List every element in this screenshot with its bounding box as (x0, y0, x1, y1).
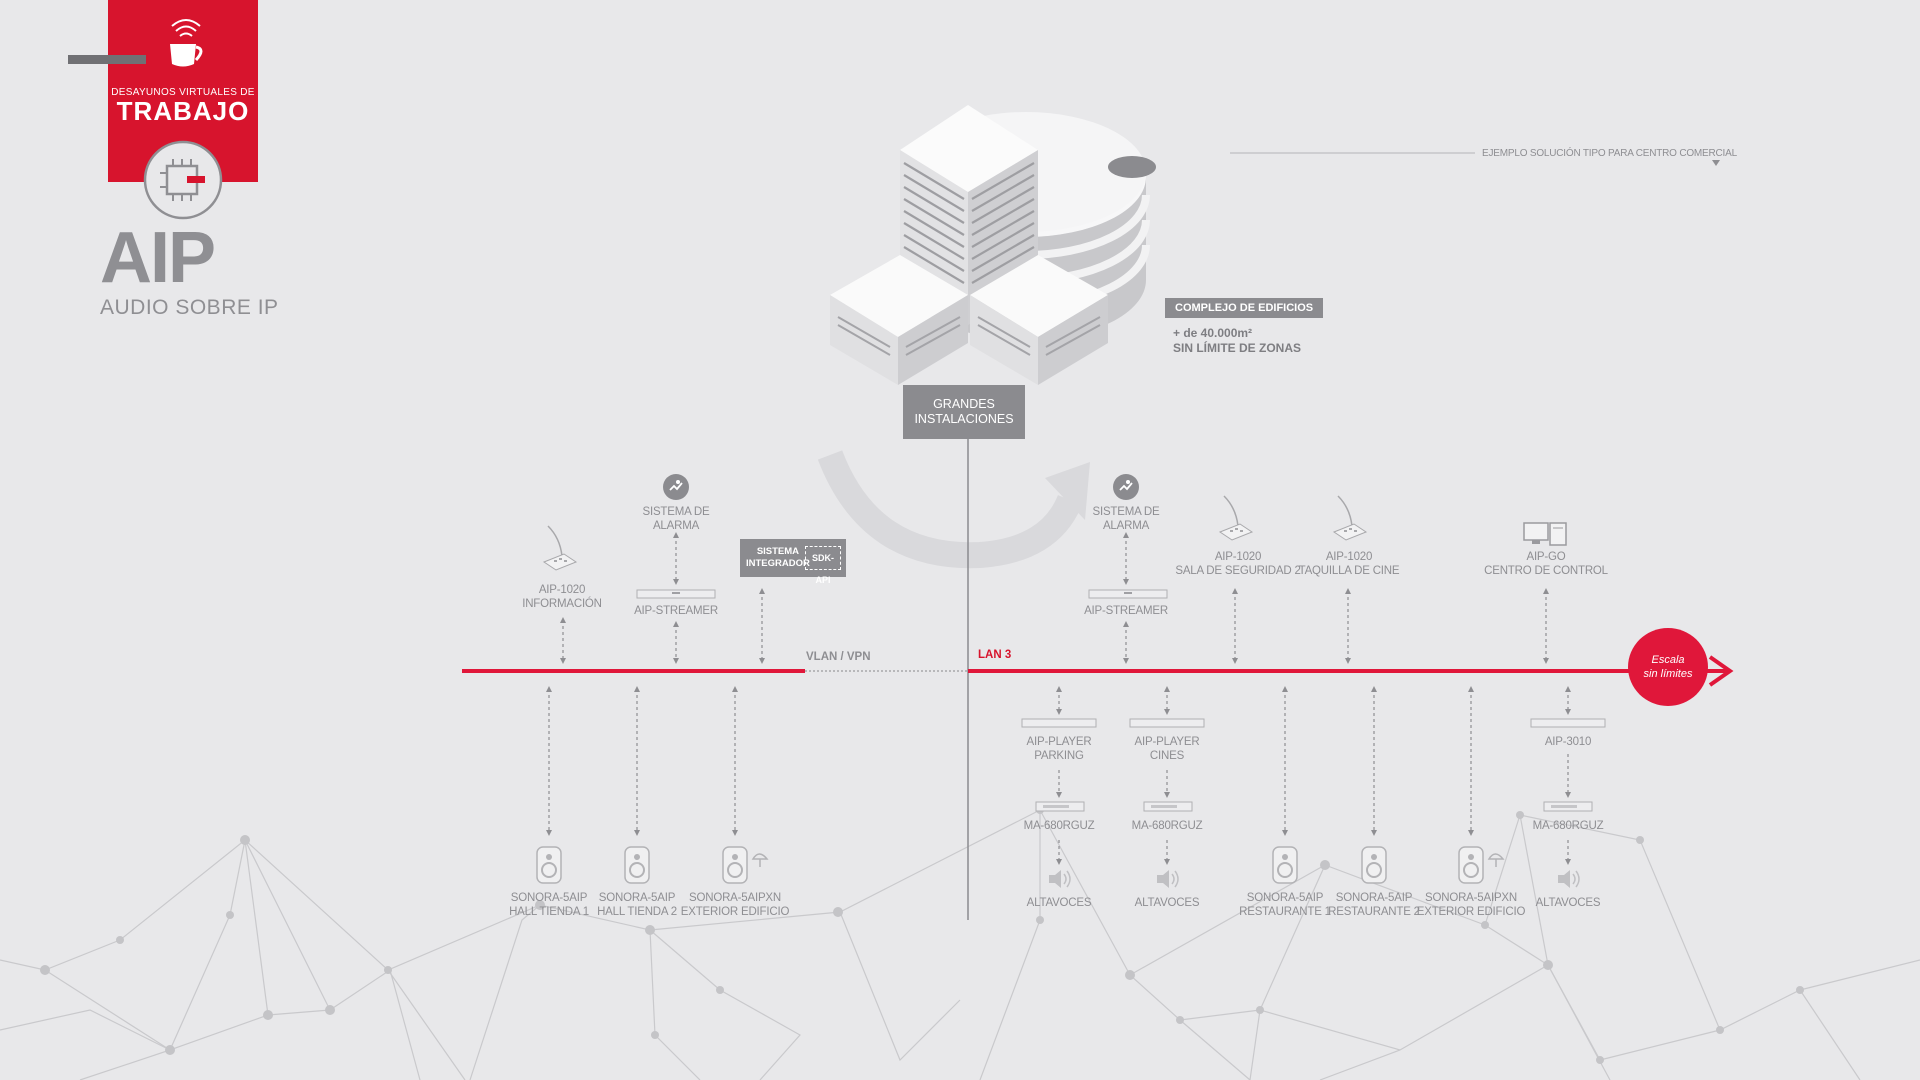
sistema-integrador-box: SISTEMA INTEGRADOR SDK-API (740, 539, 846, 585)
computer-icon (1523, 522, 1567, 546)
amplifier-device-1 (1035, 801, 1085, 812)
alarm-icon-right (1113, 474, 1139, 500)
loudspeaker-icon-3 (1558, 870, 1580, 888)
integrador-line1: SISTEMA (756, 546, 800, 557)
complex-badge: COMPLEJO DE EDIFICIOS (1165, 298, 1324, 318)
example-note: EJEMPLO SOLUCIÓN TIPO PARA CENTRO COMERC… (1482, 148, 1737, 159)
amplifier-label-1: MA-680RGUZ (1023, 820, 1095, 832)
amplifier-device-2 (1143, 801, 1193, 812)
amplifier-device-3 (1543, 801, 1593, 812)
integrador-line2: INTEGRADOR (746, 558, 810, 569)
streamer-label-right: AIP-STREAMER (1084, 605, 1168, 617)
escala-line1: Escala (1651, 654, 1685, 666)
buildings-illustration (830, 105, 1156, 385)
alarm-icon-left (663, 474, 689, 500)
example-note-line (1230, 152, 1720, 166)
speaker-icon-exterior-left (722, 846, 769, 884)
grandes-line1: GRANDES (933, 397, 995, 411)
grandes-instalaciones-box: GRANDES INSTALACIONES (903, 385, 1025, 439)
speaker-icon-exterior-right (1458, 846, 1505, 884)
player-device-parking (1021, 718, 1097, 728)
aip-title: AIP (100, 218, 216, 298)
chip-icon (143, 140, 223, 220)
aip3010-device (1530, 718, 1606, 728)
speaker-icon-hall1 (536, 846, 562, 884)
streamer-device-left (636, 589, 716, 599)
grandes-line2: INSTALACIONES (914, 412, 1014, 426)
coffee-cup-icon (170, 19, 203, 67)
logo-bar (68, 55, 146, 64)
loudspeaker-icon-2 (1157, 870, 1179, 888)
lan3-label: LAN 3 (978, 649, 1012, 661)
player-device-cines (1129, 718, 1205, 728)
logo-title: TRABAJO (116, 96, 250, 126)
aip3010-label: AIP-3010 (1544, 736, 1592, 748)
complex-area: + de 40.000m² (1173, 326, 1253, 340)
altavoces-label-3: ALTAVOCES (1535, 897, 1601, 909)
escala-line2: sin límites (1643, 668, 1693, 680)
speaker-icon-rest2 (1361, 846, 1387, 884)
sdk-api-box: SDK-API (805, 546, 841, 585)
altavoces-label-2: ALTAVOCES (1134, 897, 1200, 909)
amplifier-label-2: MA-680RGUZ (1131, 820, 1203, 832)
complex-zones: SIN LÍMITE DE ZONAS (1173, 341, 1302, 355)
loudspeaker-icon-1 (1049, 870, 1071, 888)
streamer-device-right (1088, 589, 1168, 599)
amplifier-label-3: MA-680RGUZ (1532, 820, 1604, 832)
logo-caption: DESAYUNOS VIRTUALES DE (111, 87, 255, 98)
microphone-console-icon-informacion (542, 525, 578, 571)
altavoces-label-1: ALTAVOCES (1026, 897, 1092, 909)
streamer-label-left: AIP-STREAMER (634, 605, 718, 617)
microphone-console-icon-taquilla (1332, 495, 1368, 541)
aip-subtitle: AUDIO SOBRE IP (100, 296, 279, 319)
vlan-vpn-label: VLAN / VPN (806, 651, 871, 663)
speaker-icon-rest1 (1272, 846, 1298, 884)
microphone-console-icon-seguridad (1218, 495, 1254, 541)
speaker-icon-hall2 (624, 846, 650, 884)
escala-sin-limites-badge: Escala sin límites (1628, 628, 1708, 706)
